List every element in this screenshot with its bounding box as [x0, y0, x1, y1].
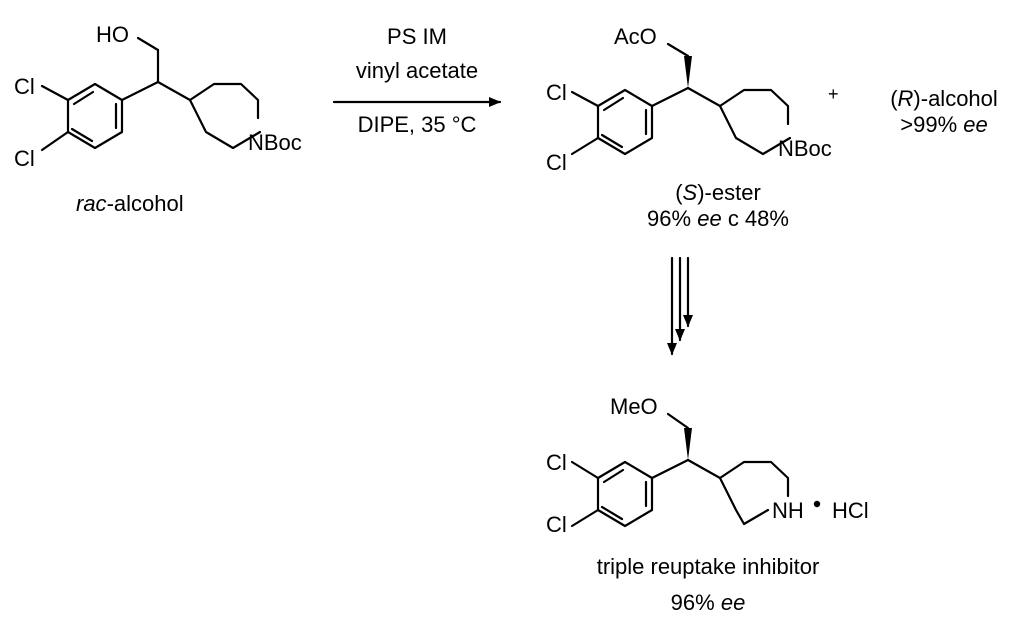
product-caption: triple reuptake inhibitor: [597, 554, 820, 579]
ch2-oac-bond: [666, 42, 690, 58]
multistep-arrow: [667, 256, 693, 356]
hydroxyl-label: HO: [96, 22, 129, 47]
benzene-ring-bonds: [596, 460, 654, 528]
hcl-salt-label: HCl: [832, 498, 869, 523]
config-r: R: [898, 86, 914, 111]
aryl-ch-bond: [650, 458, 690, 480]
s-ester-ee-conversion: 96% ee c 48%: [647, 206, 789, 231]
chloro-bond: [40, 130, 70, 152]
product-ee: 96% ee: [671, 590, 746, 615]
aromatic-inner-bond: [600, 133, 624, 149]
r-alcohol-ee: >99% ee: [900, 112, 988, 137]
conversion-value: c 48%: [728, 206, 789, 231]
piperidine-ring-bonds: [718, 88, 792, 156]
aromatic-inner-bond: [600, 505, 624, 521]
chloro-label: Cl: [546, 512, 567, 537]
reagent-acyl-donor: vinyl acetate: [356, 58, 478, 83]
s-ester-structure: [570, 42, 792, 156]
chloro-label: Cl: [14, 146, 35, 171]
product-structure: [570, 412, 821, 528]
ch-piperidine-bond: [156, 80, 192, 102]
aromatic-inner-bond: [602, 468, 625, 484]
aryl-ch-bond: [120, 80, 160, 102]
aryl-ch-bond: [650, 86, 690, 108]
caption-prefix: rac: [76, 191, 107, 216]
chloro-bond: [570, 136, 600, 156]
config-s: S: [683, 180, 698, 205]
benzene-ring-bonds: [596, 88, 654, 156]
piperidine-ring-bonds: [718, 460, 790, 526]
benzene-ring-bonds: [66, 82, 124, 150]
rac-alcohol-caption: rac-alcohol: [76, 191, 184, 216]
nitrogen-boc-label: NBoc: [248, 130, 302, 155]
chloro-label: Cl: [546, 150, 567, 175]
chloro-bond: [40, 84, 70, 102]
nh-label: NH: [772, 498, 804, 523]
chloro-label: Cl: [14, 74, 35, 99]
reaction-conditions: DIPE, 35 °C: [358, 112, 477, 137]
plus-sign: +: [828, 84, 839, 104]
ch-piperidine-bond: [686, 458, 722, 480]
wedge-bond: [684, 56, 692, 88]
chloro-label: Cl: [546, 80, 567, 105]
acetoxy-label: AcO: [614, 24, 657, 49]
ch2-ome-bond: [666, 412, 690, 430]
rac-alcohol-structure: [40, 36, 262, 152]
r-alcohol-label: (R)-alcohol: [890, 86, 998, 111]
chloro-bond: [570, 460, 600, 480]
methoxy-label: MeO: [610, 394, 658, 419]
chloro-label: Cl: [546, 450, 567, 475]
aromatic-inner-bond: [602, 96, 625, 112]
salt-dot: [813, 500, 821, 508]
chloro-bond: [570, 508, 600, 528]
wedge-bond: [684, 428, 692, 460]
caption-rest: -alcohol: [107, 191, 184, 216]
aromatic-inner-bond: [72, 90, 95, 106]
s-ester-caption: (S)-ester: [675, 180, 761, 205]
chloro-bond: [570, 90, 600, 108]
nitrogen-boc-label: NBoc: [778, 136, 832, 161]
piperidine-ring-bonds: [188, 82, 262, 150]
ch2-oh-bond: [136, 36, 160, 52]
ch-piperidine-bond: [686, 86, 722, 108]
aromatic-inner-bond: [70, 127, 94, 143]
reagent-catalyst: PS IM: [387, 24, 447, 49]
